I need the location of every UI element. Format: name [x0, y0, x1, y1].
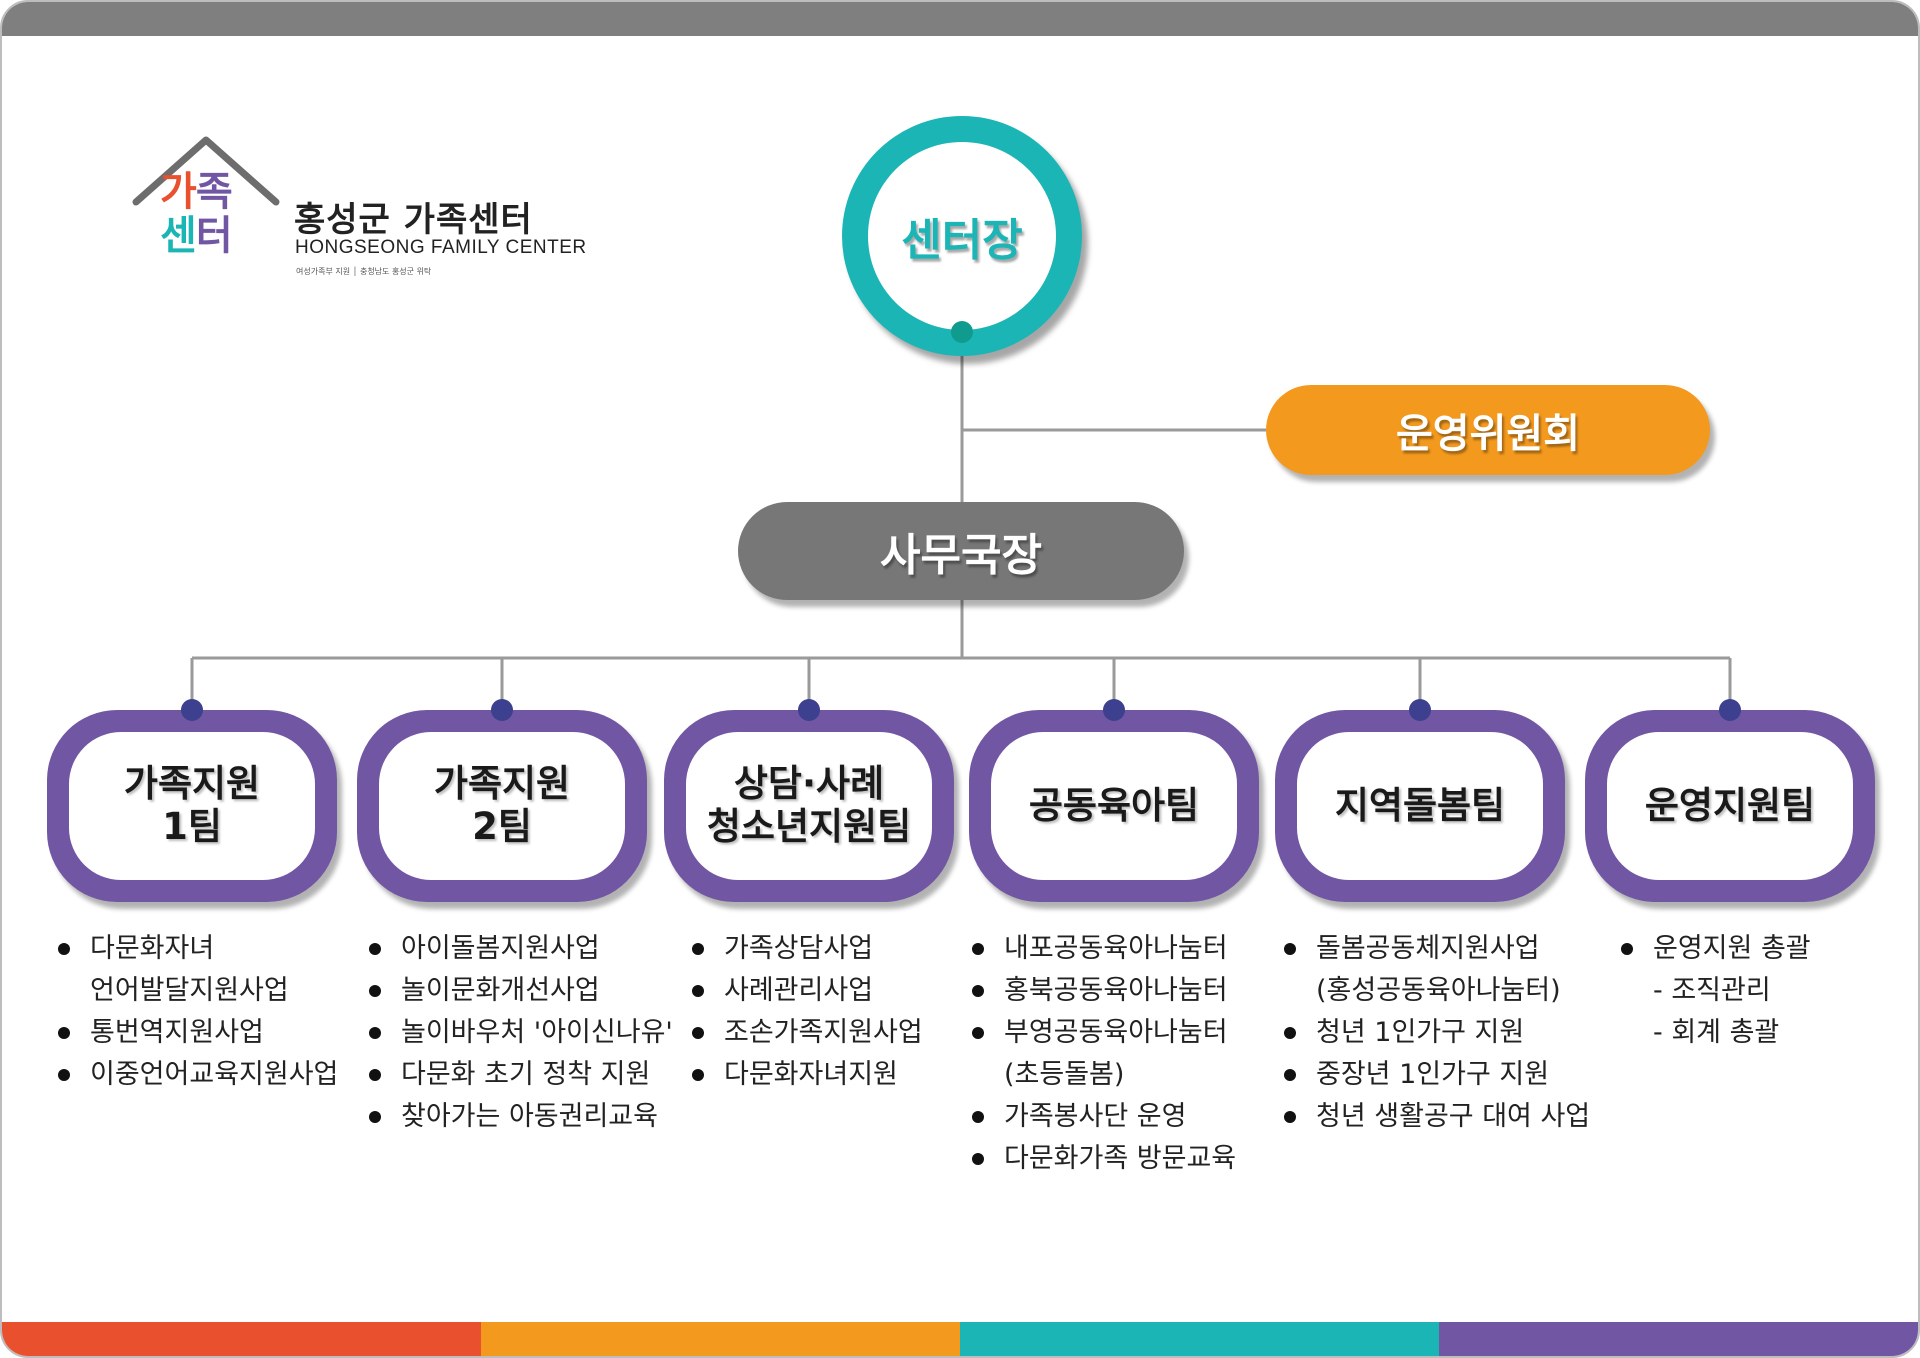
list-item: 다문화가족 방문교육	[972, 1138, 1236, 1180]
list-item: 아이돌봄지원사업	[369, 928, 673, 970]
node-team-5: 지역돌봄팀	[1275, 699, 1565, 902]
list-item: 놀이문화개선사업	[369, 970, 673, 1012]
node-team-label: 가족지원 2팀	[433, 762, 571, 848]
list-item: 다문화자녀	[58, 928, 338, 970]
node-committee: 운영위원회	[1266, 385, 1710, 475]
node-team-inner: 가족지원 2팀	[379, 732, 625, 880]
bottom-color-bar	[2, 1322, 1918, 1356]
list-item: 놀이바우처 '아이신나유'	[369, 1012, 673, 1054]
list-item: 청년 생활공구 대여 사업	[1284, 1096, 1590, 1138]
logo-char-3: 센	[160, 213, 197, 259]
list-item: 청년 1인가구 지원	[1284, 1012, 1590, 1054]
list-item: - 조직관리	[1653, 975, 1771, 1006]
list-item: 다문화자녀지원	[692, 1054, 923, 1096]
node-team-inner: 상담·사례 청소년지원팀	[686, 732, 932, 880]
list-item: (초등돌봄)	[1004, 1059, 1125, 1090]
node-team-6: 운영지원팀	[1585, 699, 1875, 902]
logo-sub: 여성가족부 지원 │ 충청남도 홍성군 위탁	[296, 267, 432, 276]
list-item: 통번역지원사업	[58, 1012, 338, 1054]
list-item: (홍성공동육아나눔터)	[1316, 975, 1561, 1006]
node-team-label: 가족지원 1팀	[123, 762, 261, 848]
node-team-inner: 운영지원팀	[1607, 732, 1853, 880]
list-item: 내포공동육아나눔터	[972, 928, 1236, 970]
logo-mark-line2: 센터	[160, 213, 233, 259]
node-team-inner: 가족지원 1팀	[69, 732, 315, 880]
connector-dot	[1409, 699, 1431, 721]
node-committee-label: 운영위원회	[1396, 411, 1580, 457]
bottom-bar-segment	[481, 1322, 960, 1356]
logo-char-1: 가	[160, 169, 197, 215]
list-item: 부영공동육아나눔터	[972, 1012, 1236, 1054]
logo-mark-line1: 가족	[160, 169, 233, 215]
node-team-inner: 공동육아팀	[991, 732, 1237, 880]
logo-name-ko: 홍성군 가족센터	[294, 200, 533, 240]
node-center-chief-inner: 센터장	[868, 142, 1056, 330]
node-team-label: 운영지원팀	[1644, 783, 1816, 827]
logo-name-en: HONGSEONG FAMILY CENTER	[295, 237, 587, 258]
list-item: 가족봉사단 운영	[972, 1096, 1236, 1138]
list-item: 이중언어교육지원사업	[58, 1054, 338, 1096]
logo-mark: 가족 센터	[160, 169, 233, 259]
node-director: 사무국장	[738, 502, 1184, 600]
list-item: 다문화 초기 정착 지원	[369, 1054, 673, 1096]
connector-dot	[798, 699, 820, 721]
node-team-3: 상담·사례 청소년지원팀	[664, 699, 954, 902]
list-item: - 회계 총괄	[1653, 1017, 1780, 1048]
bottom-bar-segment	[2, 1322, 481, 1356]
logo-char-2: 족	[195, 169, 233, 215]
node-team-4: 공동육아팀	[969, 699, 1259, 902]
node-team-label: 지역돌봄팀	[1334, 783, 1506, 827]
bottom-bar-segment	[960, 1322, 1439, 1356]
list-item: 사례관리사업	[692, 970, 923, 1012]
connector-dot	[1103, 699, 1125, 721]
list-item: 조손가족지원사업	[692, 1012, 923, 1054]
list-item: 운영지원 총괄	[1621, 928, 1811, 970]
node-director-label: 사무국장	[880, 530, 1042, 581]
list-item: 가족상담사업	[692, 928, 923, 970]
list-item: 찾아가는 아동권리교육	[369, 1096, 673, 1138]
node-team-label: 공동육아팀	[1028, 783, 1200, 827]
list-item: 언어발달지원사업	[90, 975, 289, 1006]
connector-dot	[1719, 699, 1741, 721]
list-item: 중장년 1인가구 지원	[1284, 1054, 1590, 1096]
list-item: 돌봄공동체지원사업	[1284, 928, 1590, 970]
center-logo: 가족 센터 홍성군 가족센터 HONGSEONG FAMILY CENTER 여…	[130, 136, 590, 286]
node-center-chief-label: 센터장	[901, 215, 1023, 266]
connector-dot	[181, 699, 203, 721]
logo-char-4: 터	[195, 213, 233, 259]
node-team-inner: 지역돌봄팀	[1297, 732, 1543, 880]
top-bar	[2, 2, 1918, 36]
node-center-chief: 센터장	[842, 116, 1082, 356]
node-team-1: 가족지원 1팀	[47, 699, 337, 902]
bottom-bar-segment	[1439, 1322, 1918, 1356]
team-6-items: 운영지원 총괄 - 조직관리 - 회계 총괄	[1621, 928, 1811, 1054]
node-team-label: 상담·사례 청소년지원팀	[706, 762, 912, 848]
connector-dot	[491, 699, 513, 721]
node-team-2: 가족지원 2팀	[357, 699, 647, 902]
list-item: 홍북공동육아나눔터	[972, 970, 1236, 1012]
house-roof-icon	[132, 136, 280, 206]
connector-dot	[951, 321, 973, 343]
